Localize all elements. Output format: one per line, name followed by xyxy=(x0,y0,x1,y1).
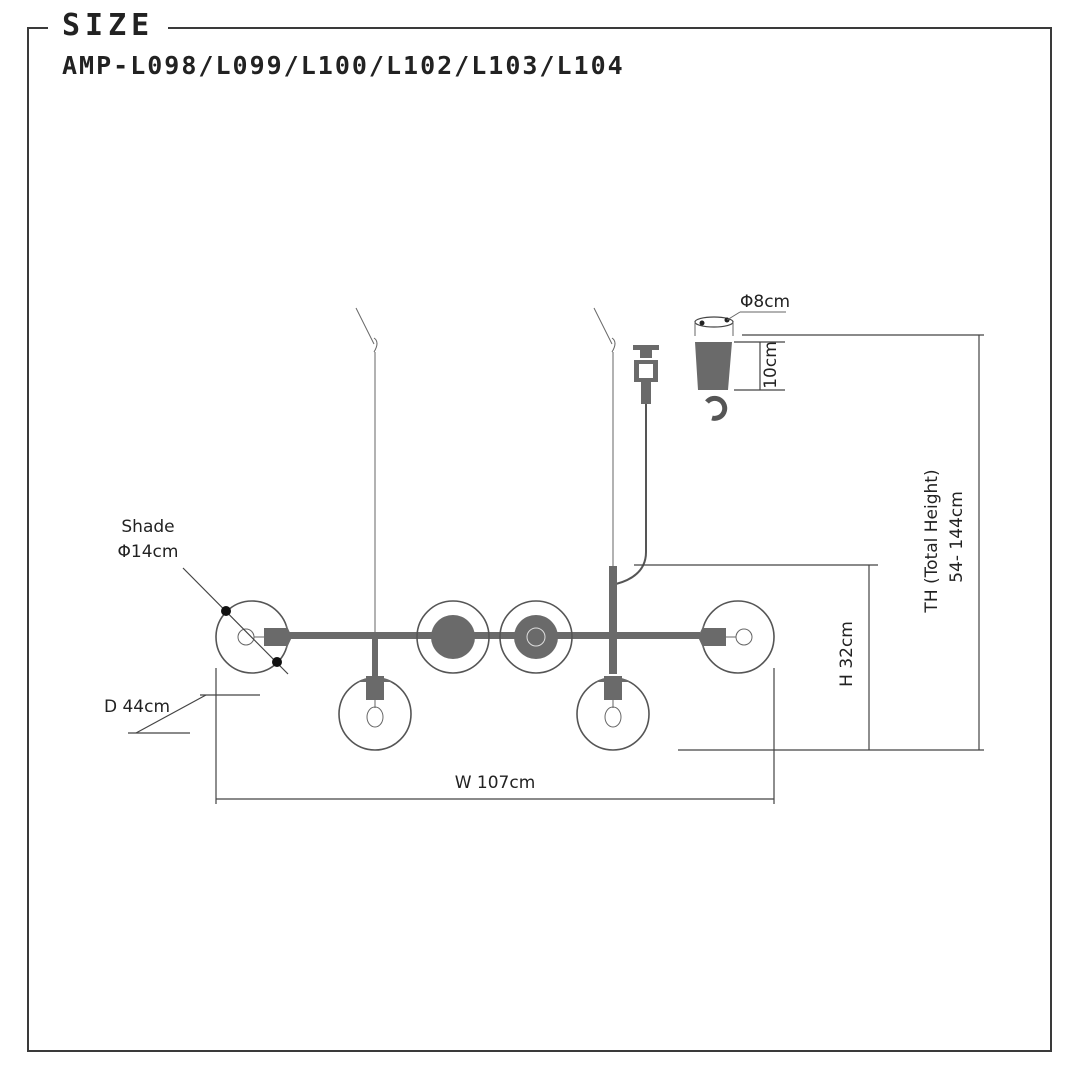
right-wire-hook xyxy=(611,337,616,353)
globe-center-right xyxy=(499,600,573,674)
left-wire-tail xyxy=(355,307,375,345)
right-wire-tail xyxy=(593,307,613,345)
canopy-height-dim xyxy=(734,341,785,391)
left-wire-hook xyxy=(373,337,378,353)
globe-right-end xyxy=(698,600,775,674)
canopy-cup xyxy=(695,342,732,390)
canopy xyxy=(694,311,786,421)
model-numbers: AMP-L098/L099/L100/L102/L103/L104 xyxy=(62,51,625,80)
width-label: W 107cm xyxy=(455,773,536,793)
hook-neck xyxy=(640,350,652,358)
shade-diameter-dim xyxy=(182,567,289,675)
total-height-label: TH (Total Height) xyxy=(922,469,942,613)
canopy-diameter-label: Φ8cm xyxy=(740,292,790,312)
globe-lower-left xyxy=(338,676,412,751)
hook-stem xyxy=(641,382,651,404)
vertical-bar xyxy=(609,566,617,674)
total-height-dim xyxy=(742,334,984,750)
globe-lower-right xyxy=(576,676,650,751)
power-cord xyxy=(615,404,647,585)
depth-label: D 44cm xyxy=(104,697,170,717)
hook-plate xyxy=(633,345,659,350)
globe-center-left xyxy=(416,600,490,674)
drawing-frame xyxy=(27,27,1052,1052)
left-drop-stem xyxy=(372,636,378,676)
shade-value: Φ14cm xyxy=(118,542,179,562)
suspension-wires xyxy=(355,307,616,636)
depth-dim xyxy=(128,694,260,734)
shade-label: Shade xyxy=(121,517,174,537)
height-dim xyxy=(634,564,984,751)
canopy-ring xyxy=(705,395,728,421)
section-title: SIZE xyxy=(48,8,169,44)
canopy-height-label: 10cm xyxy=(761,341,781,389)
total-height-value: 54- 144cm xyxy=(947,491,967,583)
width-dim xyxy=(215,668,775,804)
height-label: H 32cm xyxy=(837,621,857,687)
ceiling-hook-assembly xyxy=(615,345,659,585)
horizontal-bar xyxy=(268,632,700,639)
hook-body xyxy=(634,360,658,382)
globe-left-end xyxy=(215,600,292,674)
